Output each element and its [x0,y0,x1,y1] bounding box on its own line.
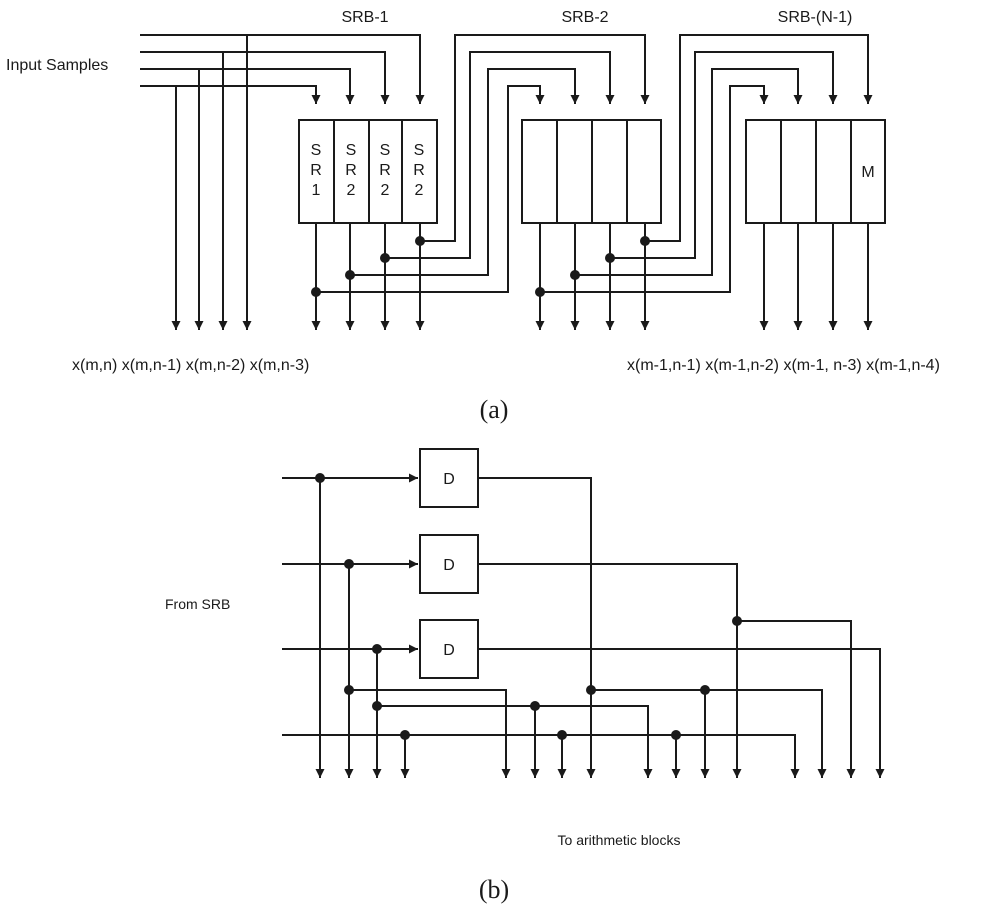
svg-text:R: R [413,162,425,179]
svg-text:S: S [414,142,425,159]
srb-n-1-label: SRB-(N-1) [778,9,853,26]
part-b: From SRB D D D [165,448,885,904]
delay-block-1: D [419,448,479,508]
sr-cell-4-label: S R 2 [413,142,425,199]
srb-1-label: SRB-1 [341,9,388,26]
svg-text:R: R [345,162,357,179]
srb-2-block [521,34,873,330]
svg-text:2: 2 [381,182,390,199]
svg-text:S: S [380,142,391,159]
part-a: SRB-1 SRB-2 SRB-(N-1) Input Samples S R [6,9,940,424]
delay-block-2: D [419,534,479,594]
svg-text:1: 1 [312,182,321,199]
caption-b: (b) [479,875,509,904]
svg-text:R: R [310,162,322,179]
junction-dots [315,473,742,740]
svg-text:D: D [443,642,455,659]
sr-cell-3-label: S R 2 [379,142,391,199]
from-srb-label: From SRB [165,596,230,612]
svg-text:D: D [443,471,455,488]
outputs-right-label: x(m-1,n-1) x(m-1,n-2) x(m-1, n-3) x(m-1,… [627,357,940,374]
svg-text:S: S [346,142,357,159]
m-cell-label: M [861,164,874,181]
srb-1-block: S R 1 S R 2 S R 2 S R 2 [298,34,650,330]
delay-block-3: D [419,619,479,679]
sr-cell-1-label: S R 1 [310,142,322,199]
input-samples-label: Input Samples [6,57,108,74]
srb-2-label: SRB-2 [561,9,608,26]
svg-text:2: 2 [347,182,356,199]
svg-text:R: R [379,162,391,179]
to-arithmetic-label: To arithmetic blocks [558,832,681,848]
svg-text:D: D [443,557,455,574]
outputs-left-label: x(m,n) x(m,n-1) x(m,n-2) x(m,n-3) [72,357,309,374]
svg-text:2: 2 [415,182,424,199]
srb-n-1-block: M [745,119,886,330]
svg-text:S: S [311,142,322,159]
caption-a: (a) [480,395,509,424]
input-sample-lines [140,34,425,330]
sr-cell-2-label: S R 2 [345,142,357,199]
